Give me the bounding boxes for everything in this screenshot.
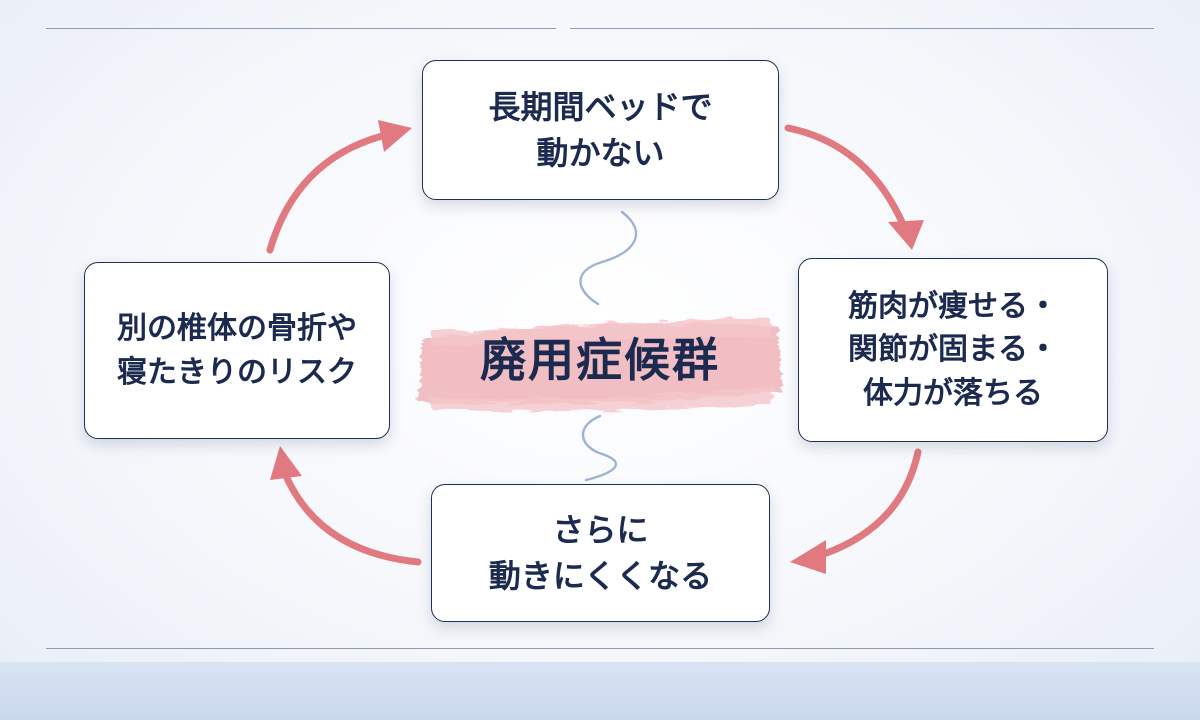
top-divider-left (46, 28, 556, 29)
cycle-node-left: 別の椎体の骨折や 寝たきりのリスク (84, 262, 390, 439)
cycle-node-right-line-2: 関節が固まる・ (848, 332, 1058, 368)
arrow-top-to-right (784, 124, 906, 226)
cycle-node-left-line-1: 別の椎体の骨折や (117, 311, 357, 346)
arrowhead-right-to-bottom (790, 540, 826, 574)
arrow-left-to-top (266, 132, 386, 254)
arrowhead-bottom-to-left (270, 446, 302, 480)
cycle-node-bottom-line-2: 動きにくくなる (488, 557, 713, 595)
center-label: 廃用症候群 (480, 333, 720, 387)
cycle-node-top: 長期間ベッドで 動かない (422, 60, 779, 200)
top-divider-right (570, 28, 1154, 29)
brush-stroke-highlight (418, 318, 782, 412)
bottom-divider (46, 648, 1154, 649)
squiggle-connector-bottom (581, 414, 617, 482)
cycle-node-right: 筋肉が痩せる・ 関節が固まる・ 体力が落ちる (798, 258, 1108, 442)
cycle-node-bottom: さらに 動きにくくなる (431, 484, 770, 622)
squiggle-connector-top (579, 210, 638, 306)
cycle-node-top-line-1: 長期間ベッドで (488, 87, 713, 126)
cycle-node-bottom-line-1: さらに (552, 510, 649, 549)
bottom-band (0, 662, 1200, 720)
cycle-node-top-line-2: 動かない (536, 134, 665, 172)
arrow-bottom-to-left (282, 472, 422, 566)
cycle-node-left-line-2: 寝たきりのリスク (117, 354, 357, 390)
arrow-right-to-bottom (820, 448, 922, 558)
arrowhead-top-to-right (888, 220, 924, 250)
cycle-node-right-line-1: 筋肉が痩せる・ (848, 288, 1058, 324)
arrowhead-left-to-top (378, 120, 412, 152)
cycle-node-right-line-3: 体力が落ちる (863, 375, 1043, 411)
